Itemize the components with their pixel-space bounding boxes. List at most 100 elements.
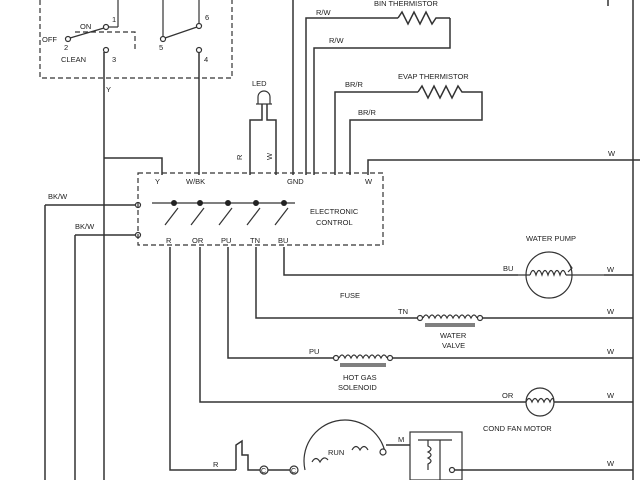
cond-fan-motor: OR COND FAN MOTOR W: [483, 387, 633, 433]
c2-label: C: [291, 468, 296, 475]
led: LED R W: [235, 79, 277, 175]
control-terminal-gnd: GND: [287, 177, 304, 186]
compressor-shell: [303, 419, 386, 471]
or-label: OR: [502, 391, 514, 400]
hot-gas-coil: [338, 354, 388, 360]
off-label: OFF: [42, 35, 57, 44]
evap-thermistor-label: EVAP THERMISTOR: [398, 72, 469, 81]
rw-wire-1: [305, 17, 398, 175]
relay-contact-or: [190, 207, 205, 226]
electronic-control: Y W/BK GND W ELECTRONIC CONTROL R OR PU …: [137, 172, 384, 246]
control-label-2: CONTROL: [316, 218, 353, 227]
m-label: M: [398, 435, 404, 444]
relay-dot-bu: [281, 200, 287, 206]
relay-contact-pu: [218, 207, 233, 226]
control-terminal-or: OR: [192, 236, 204, 245]
tn-label: TN: [398, 307, 408, 316]
run-winding-left: [311, 457, 329, 464]
pu-wire: [227, 247, 334, 359]
water-pump-label: WATER PUMP: [526, 234, 576, 243]
selector-switch: ON 1 OFF 2 CLEAN 3 6 5 4: [39, 0, 233, 79]
rw-label-1: R/W: [316, 8, 332, 17]
terminal-2: [64, 35, 72, 43]
fan-motor-coil: [525, 397, 555, 404]
switch-housing-outline: [39, 0, 233, 79]
y-top-label: Y: [106, 85, 111, 94]
t1-label: 1: [112, 15, 116, 24]
bu-wire: [283, 247, 518, 276]
terminal-6: [195, 22, 203, 30]
terminal-4: [195, 46, 203, 54]
water-pump-circle: [525, 251, 573, 299]
overload-switch: [235, 439, 260, 471]
control-terminal-w: W: [365, 177, 373, 186]
w-pump-label: W: [607, 265, 615, 274]
rw-wire-2: [313, 18, 451, 175]
relay-contacts: [164, 200, 289, 226]
control-terminal-bu: BU: [278, 236, 288, 245]
led-label: LED: [252, 79, 267, 88]
led-wire-r: [249, 104, 263, 175]
clean-label: CLEAN: [61, 55, 86, 64]
hotgas-terminal-left: [332, 354, 340, 362]
t5-label: 5: [159, 43, 163, 52]
w-gas-label: W: [607, 347, 615, 356]
terminal-3: [102, 46, 110, 54]
control-terminal-pu: PU: [221, 236, 231, 245]
y-to-control: [104, 157, 163, 175]
bin-thermistor-label: BIN THERMISTOR: [374, 0, 438, 8]
control-terminal-wbk: W/BK: [186, 177, 205, 186]
w-comp-label: W: [607, 459, 615, 468]
bkw-label-1: BK/W: [48, 192, 68, 201]
brr-label-1: BR/R: [345, 80, 364, 89]
relay-dot-pu: [225, 200, 231, 206]
run-label: RUN: [328, 448, 344, 457]
led-w-label: W: [265, 152, 274, 160]
fuse-label: FUSE: [340, 291, 360, 300]
brr-wire-2: [349, 91, 483, 175]
on-label: ON: [80, 22, 91, 31]
control-box-outline: [137, 172, 384, 246]
rw-label-2: R/W: [329, 36, 345, 45]
terminal-5: [159, 35, 167, 43]
evap-thermistor: BR/R BR/R EVAP THERMISTOR: [334, 72, 483, 175]
water-valve-label-1: WATER: [440, 331, 467, 340]
control-terminal-r: R: [166, 236, 172, 245]
t6-label: 6: [205, 13, 209, 22]
bin-thermistor-resistor: [397, 10, 450, 26]
control-label-1: ELECTRONIC: [310, 207, 359, 216]
main-w-wire: [367, 159, 640, 175]
relay-contact-r: [164, 207, 179, 226]
water-pump-coil: [529, 269, 567, 277]
switch-link-dashed: [75, 31, 136, 50]
water-valve-label-2: VALVE: [442, 341, 465, 350]
switch-blade-right: [164, 26, 198, 39]
bu-label: BU: [503, 264, 513, 273]
t4-label: 4: [204, 55, 208, 64]
relay-terminal: [448, 466, 456, 474]
led-body: [257, 90, 271, 104]
relay-dot-r: [171, 200, 177, 206]
run-winding-right: [351, 445, 369, 452]
hot-gas-label-2: SOLENOID: [338, 383, 377, 392]
valve-terminal-left: [416, 314, 424, 322]
relay-contact-bu: [274, 207, 289, 226]
t3-label: 3: [112, 55, 116, 64]
compressor-terminal-s: [379, 448, 387, 456]
hot-gas-label-1: HOT GAS: [343, 373, 377, 382]
valve-terminal-right: [476, 314, 484, 322]
start-relay-box: [409, 431, 463, 480]
w-valve-label: W: [607, 307, 615, 316]
pu-label: PU: [309, 347, 319, 356]
t2-label: 2: [64, 43, 68, 52]
relay-dot-or: [197, 200, 203, 206]
c-terminal-2: [289, 465, 299, 475]
start-relay-coil: [426, 440, 432, 470]
water-pump-thermal-icon: [567, 261, 573, 273]
water-pump: WATER PUMP BU W: [503, 234, 633, 299]
hotgas-terminal-right: [386, 354, 394, 362]
cond-fan-motor-label: COND FAN MOTOR: [483, 424, 552, 433]
left-wires: BK/W BK/W Y: [44, 52, 200, 480]
w-main-label: W: [608, 149, 616, 158]
